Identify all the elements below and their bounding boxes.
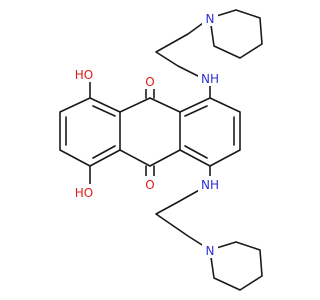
central-ring-bonds <box>119 97 181 167</box>
left-ring-bonds <box>59 97 121 167</box>
bottom-side-chain-bonds <box>155 165 211 251</box>
carbonyl-oxygen-top-label: O <box>145 75 154 89</box>
piperidine-nitrogen-bottom-label: N <box>206 244 215 258</box>
hydroxyl-top-label: HO <box>75 68 93 82</box>
bottom-piperidine-ring-bonds <box>209 241 263 291</box>
amine-nitrogen-bottom-label: NH <box>201 178 219 192</box>
top-side-chain-bonds <box>155 17 211 99</box>
amine-nitrogen-top-label: NH <box>201 72 219 86</box>
hydroxyl-bottom-label: HO <box>75 186 93 200</box>
carbonyl-oxygen-bottom-label: O <box>145 178 154 192</box>
molecule-structure-diagram: O O HO HO NH NH N N <box>59 9 263 291</box>
carbonyl-top-bonds <box>145 87 155 99</box>
bonds <box>59 9 263 291</box>
right-ring-bonds <box>179 97 241 167</box>
carbonyl-bottom-bonds <box>145 165 155 177</box>
right-ring-inner-double-bonds <box>184 105 235 159</box>
top-piperidine-ring-bonds <box>209 9 263 59</box>
piperidine-nitrogen-top-label: N <box>206 12 215 26</box>
atom-labels: O O HO HO NH NH N N <box>70 10 222 258</box>
left-ring-inner-double-bonds <box>65 105 116 159</box>
